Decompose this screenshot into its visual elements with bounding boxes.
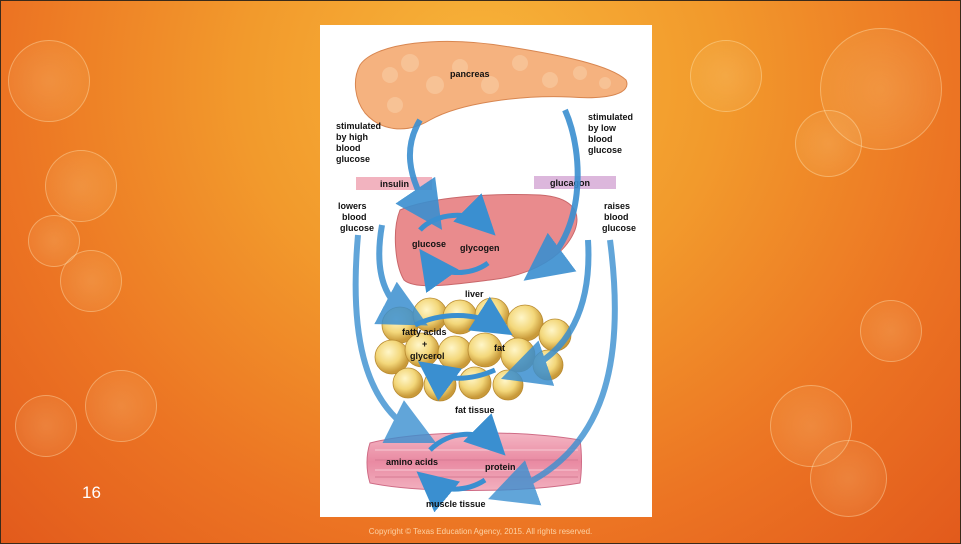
liver-glucose-label: glucose	[412, 239, 446, 249]
bokeh-circle	[8, 40, 90, 122]
amino-acids-label: amino acids	[386, 457, 438, 467]
stimulated-low-line1: stimulated	[588, 112, 633, 122]
raises-line1: raises	[604, 201, 630, 211]
stimulated-low-line2: by low	[588, 123, 617, 133]
insulin-to-liver-arrow	[410, 120, 432, 215]
stimulated-high-line1: stimulated	[336, 121, 381, 131]
stimulated-low-line4: glucose	[588, 145, 622, 155]
bokeh-circle	[860, 300, 922, 362]
liver-label: liver	[465, 289, 484, 299]
fat-tissue-label: fat tissue	[455, 405, 495, 415]
bokeh-circle	[810, 440, 887, 517]
stimulated-high-line3: blood	[336, 143, 361, 153]
liver-glycogen-label: glycogen	[460, 243, 500, 253]
bokeh-circle	[690, 40, 762, 112]
stimulated-high-line2: by high	[336, 132, 368, 142]
pancreas-label: pancreas	[450, 69, 490, 79]
copyright-footer: Copyright © Texas Education Agency, 2015…	[0, 527, 961, 536]
bokeh-circle	[15, 395, 77, 457]
glycerol-label: glycerol	[410, 351, 445, 361]
bokeh-circle	[45, 150, 117, 222]
plus-label: +	[422, 339, 427, 349]
glucagon-label: glucagon	[550, 178, 590, 188]
lowers-line1: lowers	[338, 201, 367, 211]
stimulated-high-line4: glucose	[336, 154, 370, 164]
raises-line3: glucose	[602, 223, 636, 233]
stimulated-low-line3: blood	[588, 134, 613, 144]
raises-line2: blood	[604, 212, 629, 222]
pancreas-illustration	[355, 41, 627, 128]
glucose-regulation-diagram: pancreas stimulated by high blood glucos…	[320, 25, 652, 517]
slide-number: 16	[82, 483, 101, 503]
lowers-line3: glucose	[340, 223, 374, 233]
fat-label: fat	[494, 343, 505, 353]
bokeh-circle	[795, 110, 862, 177]
insulin-label: insulin	[380, 179, 409, 189]
bokeh-circle	[85, 370, 157, 442]
muscle-tissue-label: muscle tissue	[426, 499, 486, 509]
lowers-line2: blood	[342, 212, 367, 222]
protein-label: protein	[485, 462, 516, 472]
fatty-acids-label: fatty acids	[402, 327, 447, 337]
bokeh-circle	[60, 250, 122, 312]
diagram-panel: pancreas stimulated by high blood glucos…	[320, 25, 652, 517]
